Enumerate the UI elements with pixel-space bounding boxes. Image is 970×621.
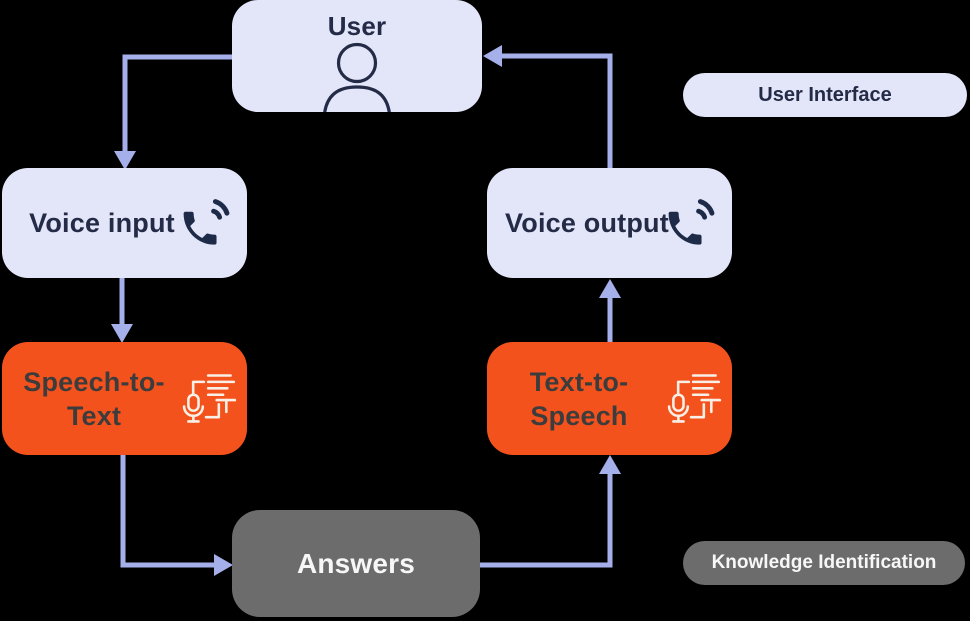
arrowhead-up-icon (599, 455, 621, 474)
node-voice-output: Voice output (487, 168, 732, 278)
edge-stt-to-answers (120, 455, 216, 568)
arrowhead-down-icon (114, 151, 136, 170)
arrowhead-up-icon (599, 279, 621, 298)
node-voice-input: Voice input (2, 168, 247, 278)
node-answers-label: Answers (296, 547, 416, 579)
person-icon (323, 42, 391, 112)
node-text-to-speech-label: Text-to-Speech (529, 366, 629, 431)
user-interface-pill: User Interface (683, 73, 967, 117)
node-text-to-speech: Text-to-Speech (487, 342, 732, 455)
phone-icon (183, 199, 230, 245)
speech-to-text-icon (182, 373, 237, 423)
arrowhead-right-icon (214, 554, 233, 576)
arrowhead-left-icon (483, 45, 502, 67)
edge-user-to-voice-input (122, 54, 232, 153)
edge-answers-to-tts (480, 472, 613, 568)
node-user-label: User (327, 11, 387, 41)
knowledge-identification-pill: Knowledge Identification (683, 541, 965, 585)
knowledge-identification-pill-label: Knowledge Identification (711, 552, 937, 573)
node-speech-to-text: Speech-to-Text (2, 342, 247, 455)
node-answers: Answers (232, 510, 480, 617)
arrowhead-down-icon (111, 324, 133, 343)
speech-to-text-icon (667, 373, 722, 423)
node-voice-output-label: Voice output (505, 208, 669, 238)
node-voice-input-label: Voice input (29, 208, 175, 238)
edge-voice-output-to-user (500, 53, 613, 168)
node-speech-to-text-label: Speech-to-Text (23, 366, 165, 431)
user-interface-pill-label: User Interface (758, 83, 892, 106)
phone-icon (668, 199, 715, 245)
node-user: User (232, 0, 482, 112)
